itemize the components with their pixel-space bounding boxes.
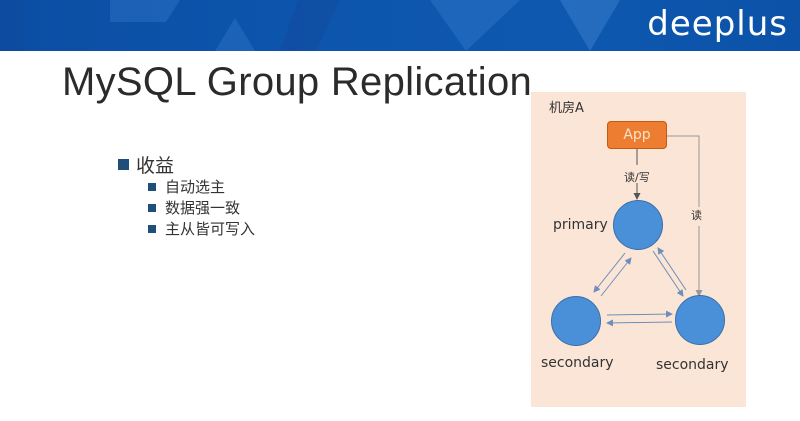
bullet-sub: 数据强一致 [148, 197, 255, 218]
read-write-label: 读/写 [624, 171, 650, 184]
deeplus-logo: deeplus [647, 4, 788, 44]
bullet-square-icon [148, 182, 156, 191]
bullet-square-icon [148, 224, 156, 233]
secondary-left-node [551, 296, 601, 346]
header-banner: deeplus [0, 0, 800, 51]
read-label: 读 [691, 207, 702, 223]
bullet-sub: 主从皆可写入 [148, 218, 255, 239]
secondary-left-label: secondary [541, 355, 614, 371]
primary-label: primary [553, 217, 608, 233]
bullet-sub-text: 数据强一致 [165, 199, 241, 217]
bullet-square-icon [148, 203, 156, 212]
bullet-sub: 自动选主 [148, 176, 255, 197]
bullet-square-icon [118, 158, 129, 170]
slide-title: MySQL Group Replication [62, 60, 533, 104]
bullet-list: 收益 自动选主 数据强一致 主从皆可写入 [118, 152, 255, 239]
datacenter-label: 机房A [549, 101, 584, 116]
bullet-sub-text: 主从皆可写入 [165, 220, 256, 238]
bullet-main: 收益 [118, 152, 255, 177]
bullet-main-text: 收益 [136, 154, 175, 177]
secondary-right-label: secondary [656, 357, 729, 373]
bullet-sub-text: 自动选主 [165, 178, 226, 196]
app-node: App [607, 121, 667, 149]
secondary-right-node [675, 295, 725, 345]
primary-node [613, 200, 663, 250]
